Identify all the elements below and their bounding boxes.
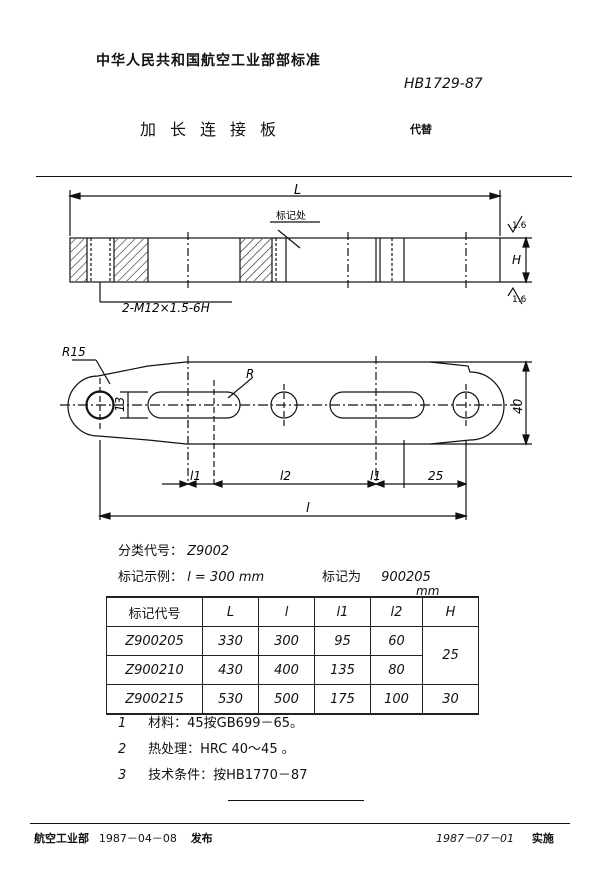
footer-divider (30, 823, 570, 824)
table-row: Z900210 430 400 135 80 (106, 655, 479, 685)
header-divider (36, 176, 572, 177)
marking-line: 标记为 900205 (322, 566, 431, 585)
document-title: 加长连接板 (140, 120, 291, 139)
table-cell-H-merged: 25 (422, 626, 479, 685)
table-cell: Z900210 (106, 655, 203, 685)
table-cell: 500 (258, 684, 315, 715)
issue-date: 1987－04－08 (98, 832, 177, 845)
table-cell: 95 (314, 626, 371, 656)
dim-R15-label: R15 (62, 345, 86, 359)
table-cell: 300 (258, 626, 315, 656)
table-cell: 80 (370, 655, 423, 685)
table-header: 标记代号 (106, 596, 203, 627)
table-row: Z900215 530 500 175 100 30 (106, 684, 479, 715)
note-text: 热处理：HRC 40～45 。 (148, 742, 295, 757)
end-rule (228, 800, 364, 801)
section-view (67, 190, 532, 305)
marking-location-label: 标记处 (276, 210, 306, 222)
dim-l1-left-label: l1 (190, 469, 201, 483)
dim-H-label: H (512, 253, 521, 267)
spec-table: 标记代号 L l l1 l2 H Z900205 330 300 95 60 2… (106, 596, 479, 715)
table-cell: 30 (422, 684, 479, 715)
note-number: 3 (118, 768, 127, 783)
example-value: l = 300 mm (187, 570, 265, 585)
table-cell: 400 (258, 655, 315, 685)
table-cell: Z900215 (106, 684, 203, 715)
category-line: 分类代号： Z9002 (118, 540, 229, 559)
footer-issue: 航空工业部 1987－04－08 发布 (34, 830, 213, 846)
note-text: 技术条件：按HB1770－87 (148, 768, 308, 783)
dim-13-label: 13 (113, 397, 127, 412)
note-item: 2 热处理：HRC 40～45 。 (118, 738, 295, 757)
dim-40-label: 40 (511, 398, 525, 414)
table-header: H (422, 596, 479, 627)
note-item: 1 材料：45按GB699－65。 (118, 712, 303, 731)
effective-label: 实施 (531, 832, 554, 845)
table-header: L (202, 596, 259, 627)
example-line: 标记示例： l = 300 mm (118, 566, 264, 585)
unit-label: mm (416, 584, 440, 598)
replaces-label: 代替 (410, 123, 432, 136)
table-row: Z900205 330 300 95 60 25 (106, 626, 479, 685)
effective-date: 1987－07－01 (436, 832, 514, 845)
dim-R-label: R (246, 367, 254, 381)
table-cell: 530 (202, 684, 259, 715)
roughness-top-label: 1.6 (512, 221, 527, 231)
table-cell: 430 (202, 655, 259, 685)
category-value: Z9002 (187, 544, 230, 559)
table-cell: 135 (314, 655, 371, 685)
table-cell: 100 (370, 684, 423, 715)
issued-label: 发布 (190, 832, 213, 845)
dim-l-label: l (306, 501, 310, 516)
example-label: 标记示例： (118, 570, 184, 585)
issuer: 航空工业部 (34, 832, 89, 845)
standard-organization: 中华人民共和国航空工业部部标准 (96, 53, 321, 69)
roughness-bottom-label: 1.6 (512, 295, 527, 305)
table-cell: 175 (314, 684, 371, 715)
standard-code: HB1729-87 (404, 76, 483, 92)
plan-view (60, 356, 532, 520)
dim-l1-right-label: l1 (370, 469, 381, 483)
table-cell: 330 (202, 626, 259, 656)
dim-L-label: L (294, 183, 301, 198)
table-cell: Z900205 (106, 626, 203, 656)
dim-25-label: 25 (428, 469, 443, 483)
note-item: 3 技术条件：按HB1770－87 (118, 764, 307, 783)
dim-l2-label: l2 (280, 469, 291, 483)
note-text: 材料：45按GB699－65。 (148, 716, 304, 731)
table-header: l (258, 596, 315, 627)
technical-drawing: L 标记处 1.6 1.6 H 2-M12×1.5-6H (60, 183, 532, 520)
marking-value: 900205 (381, 570, 431, 585)
thread-callout: 2-M12×1.5-6H (122, 301, 210, 315)
table-header: l1 (314, 596, 371, 627)
table-header-row: 标记代号 L l l1 l2 H (106, 596, 479, 627)
marking-label: 标记为 (322, 570, 362, 585)
note-number: 2 (118, 742, 127, 757)
footer-effective: 1987－07－01 实施 (436, 830, 554, 846)
table-header: l2 (370, 596, 423, 627)
table-cell: 60 (370, 626, 423, 656)
category-label: 分类代号： (118, 544, 184, 559)
note-number: 1 (118, 716, 127, 731)
